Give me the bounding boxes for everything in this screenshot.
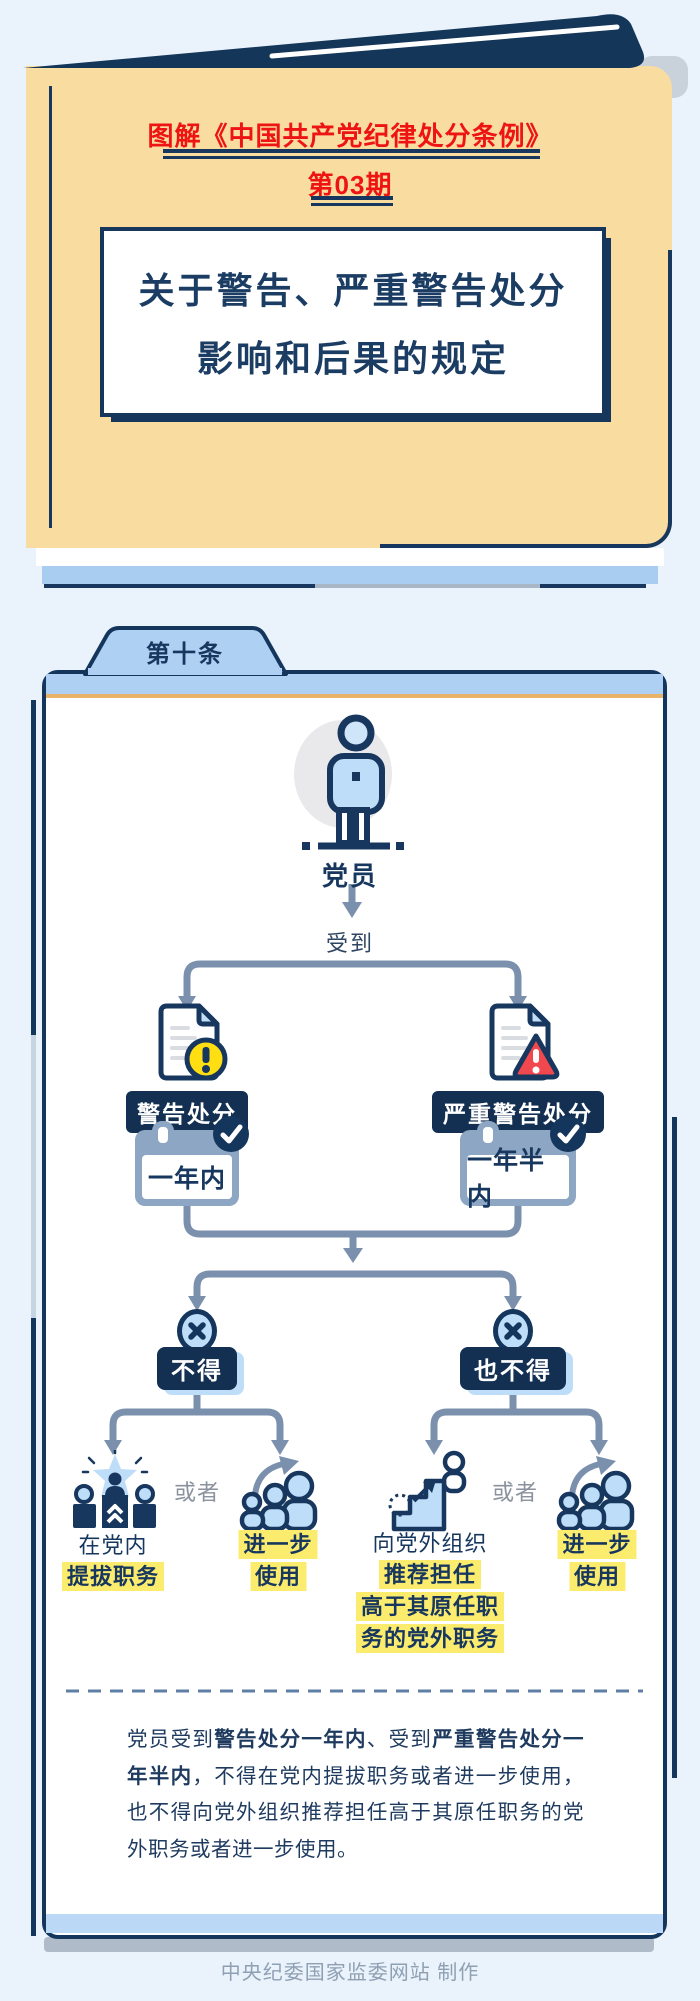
card-accent-line <box>31 1318 36 1936</box>
summary-paragraph: 党员受到警告处分一年内、受到严重警告处分一年半内，不得在党内提拔职务或者进一步使… <box>127 1728 585 1861</box>
cover-card-partial-border <box>380 250 672 548</box>
or-label: 或者 <box>491 1480 539 1505</box>
option-further-use: 进一步 使用 <box>238 1530 318 1591</box>
or-label: 或者 <box>173 1480 221 1505</box>
page-edge-line <box>315 584 540 588</box>
calendar-eighteen-months-icon: 一年半内 <box>460 1116 586 1211</box>
receives-label: 受到 <box>325 931 374 956</box>
period-label: 一年半内 <box>467 1147 569 1211</box>
subject-label: 党员 <box>321 861 378 891</box>
card-header-band <box>46 674 663 694</box>
cover-spine-line <box>49 86 52 528</box>
card-accent-line <box>672 1117 677 1778</box>
prohibited-x-icon <box>177 1309 217 1353</box>
article-card <box>42 670 667 1939</box>
option-line-highlight: 高于其原任职 <box>355 1592 505 1621</box>
folded-cover-flap-icon <box>23 14 645 68</box>
people-step-up-arrow-icon <box>239 1456 318 1530</box>
article-tab <box>83 626 288 676</box>
card-bottom-band <box>46 1914 663 1933</box>
issue-underline <box>311 196 393 200</box>
footer-credit: 中央纪委国家监委网站 制作 <box>220 1962 480 1984</box>
card-accent-line <box>31 700 36 1035</box>
issue-underline <box>311 202 393 206</box>
card-accent-line <box>31 1035 36 1318</box>
calendar-one-year-icon: 一年内 <box>135 1116 249 1206</box>
page-edge-line <box>540 584 646 588</box>
calendar-ring <box>152 1121 174 1149</box>
option-line-highlight: 进一步 <box>238 1530 318 1559</box>
sanction-badge-severe-warning: 严重警告处分 <box>432 1091 604 1133</box>
issue-label: 第03期 <box>307 170 393 200</box>
restriction-badge-must-not: 不得 <box>157 1347 237 1390</box>
tab-label: 第十条 <box>146 641 224 668</box>
calendar-ring <box>477 1121 499 1149</box>
stacked-page-strip <box>36 548 664 566</box>
party-member-person-icon <box>294 714 404 850</box>
option-line-highlight: 使用 <box>568 1562 626 1591</box>
option-line-highlight: 使用 <box>249 1562 307 1591</box>
page-edge-line <box>44 584 315 588</box>
option-line-highlight: 推荐担任 <box>378 1560 482 1589</box>
tab-join-patch <box>88 668 282 675</box>
card-shadow <box>44 1937 654 1952</box>
people-step-up-arrow-icon <box>556 1456 635 1530</box>
option-line: 在党内 <box>78 1533 148 1558</box>
restriction-badge-also-must-not: 也不得 <box>460 1347 566 1390</box>
series-title: 图解《中国共产党纪律处分条例》 <box>147 121 553 151</box>
stairs-climb-icon <box>388 1450 467 1532</box>
cover-title-box: 关于警告、严重警告处分 影响和后果的规定 <box>100 227 606 417</box>
cover-title-line-1: 关于警告、严重警告处分 <box>138 270 568 311</box>
option-further-use: 进一步 使用 <box>557 1530 637 1591</box>
option-line: 向党外组织 <box>372 1531 488 1556</box>
document-alert-triangle-icon <box>489 1003 560 1081</box>
check-icon <box>213 1116 249 1152</box>
document-exclamation-icon <box>158 1003 228 1081</box>
period-label: 一年内 <box>142 1155 232 1199</box>
sanction-badge-warning: 警告处分 <box>126 1091 248 1133</box>
check-icon <box>550 1116 586 1152</box>
series-title-underline <box>163 149 540 153</box>
promotion-star-podium-icon <box>73 1450 156 1528</box>
option-in-party-promotion: 在党内 提拔职务 <box>61 1532 165 1591</box>
option-line-highlight: 务的党外职务 <box>355 1624 505 1653</box>
card-orange-rule <box>46 694 663 698</box>
series-title-underline <box>163 155 540 159</box>
option-line-highlight: 进一步 <box>557 1530 637 1559</box>
stacked-page-strip <box>42 566 658 584</box>
option-outside-party-recommendation: 向党外组织 推荐担任 高于其原任职 务的党外职务 <box>355 1530 505 1653</box>
cover-title-line-2: 影响和后果的规定 <box>196 338 509 379</box>
option-line-highlight: 提拔职务 <box>61 1562 165 1591</box>
